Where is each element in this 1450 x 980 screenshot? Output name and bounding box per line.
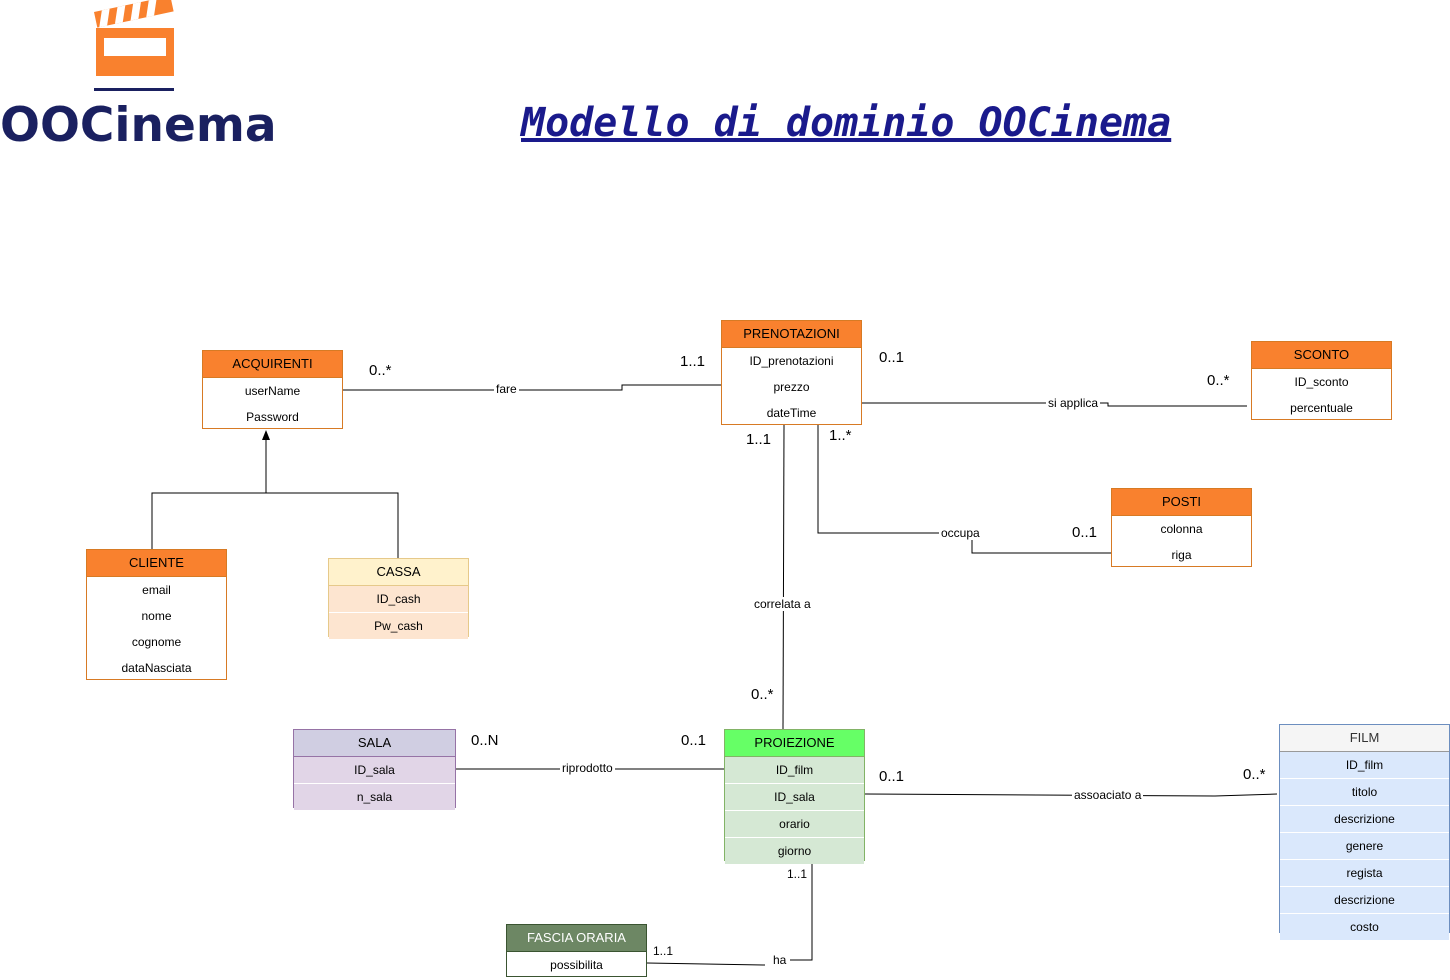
entity-header: SALA [294, 730, 455, 757]
relation-label-fare: fare [494, 382, 519, 396]
entity-attr: ID_sconto [1294, 375, 1349, 389]
entity-attr: ID_cash [329, 586, 468, 613]
multiplicity: 0..1 [879, 768, 905, 785]
entity-attr: dataNasciata [121, 661, 192, 675]
entity-attr: costo [1280, 914, 1449, 940]
entity-attr: genere [1280, 833, 1449, 860]
entity-attr: riga [1171, 548, 1192, 562]
entity-attr: giorno [725, 838, 864, 864]
relation-label-associato: assoaciato a [1072, 788, 1144, 802]
entity-header: SCONTO [1252, 342, 1391, 369]
entity-header: ACQUIRENTI [203, 351, 342, 378]
entity-attr: userName [244, 384, 301, 398]
multiplicity: 0..1 [681, 732, 707, 749]
entity-attr: cognome [131, 635, 182, 649]
entity-film[interactable]: FILM ID_film titolo descrizione genere r… [1279, 724, 1450, 940]
multiplicity: 0..1 [879, 349, 905, 366]
relation-label-riprodotto: riprodotto [560, 761, 615, 775]
entity-attr: regista [1280, 860, 1449, 887]
multiplicity: 1..1 [680, 353, 706, 370]
entity-attr: descrizione [1280, 887, 1449, 914]
relation-label-si-applica: si applica [1046, 396, 1101, 410]
entity-attr: titolo [1280, 779, 1449, 806]
entity-attr: colonna [1160, 522, 1203, 536]
multiplicity: 0..* [1243, 766, 1266, 783]
entity-acquirenti[interactable]: ACQUIRENTI userName Password [202, 350, 343, 429]
entity-attr: Pw_cash [329, 613, 468, 639]
multiplicity: 1..1 [787, 867, 808, 881]
entity-header: POSTI [1112, 489, 1251, 516]
entity-header: PROIEZIONE [725, 730, 864, 757]
entity-prenotazioni[interactable]: PRENOTAZIONI ID_prenotazioni prezzo date… [721, 320, 862, 425]
entity-attr: nome [141, 609, 172, 623]
entity-header: PRENOTAZIONI [722, 321, 861, 348]
entity-attr: ID_film [1280, 752, 1449, 779]
relation-label-correlata: correlata a [752, 597, 813, 611]
entity-proiezione[interactable]: PROIEZIONE ID_film ID_sala orario giorno [724, 729, 865, 864]
entity-header: FASCIA ORARIA [507, 925, 646, 952]
entity-attr: percentuale [1290, 401, 1353, 415]
multiplicity: 0..N [471, 732, 499, 749]
entity-attr: ID_film [725, 757, 864, 784]
entity-posti[interactable]: POSTI colonna riga [1111, 488, 1252, 567]
page-title: Modello di dominio OOCinema [521, 100, 1172, 146]
entity-attr: ID_sala [725, 784, 864, 811]
entity-cliente[interactable]: CLIENTE email nome cognome dataNasciata [86, 549, 227, 680]
entity-attr: ID_prenotazioni [749, 354, 834, 368]
entity-attr: possibilita [550, 958, 603, 972]
relation-label-ha: ha [771, 953, 789, 967]
entity-cassa[interactable]: CASSA ID_cash Pw_cash [328, 558, 469, 639]
entity-header: CASSA [329, 559, 468, 586]
logo-text: OOCinema [0, 98, 277, 153]
entity-sala[interactable]: SALA ID_sala n_sala [293, 729, 456, 810]
clapperboard-icon [94, 0, 174, 91]
entity-fascia-oraria[interactable]: FASCIA ORARIA possibilita [506, 924, 647, 977]
entity-attr: email [142, 583, 171, 597]
multiplicity: 1..1 [746, 431, 772, 448]
multiplicity: 0..* [751, 686, 774, 703]
multiplicity: 0..1 [1072, 524, 1098, 541]
entity-attr: dateTime [766, 406, 817, 420]
entity-sconto[interactable]: SCONTO ID_sconto percentuale [1251, 341, 1392, 420]
entity-attr: ID_sala [294, 757, 455, 784]
entity-header: FILM [1280, 725, 1449, 752]
entity-attr: prezzo [773, 380, 810, 394]
relation-label-occupa: occupa [939, 526, 982, 540]
multiplicity: 1..* [829, 427, 852, 444]
entity-attr: descrizione [1280, 806, 1449, 833]
entity-attr: n_sala [294, 784, 455, 810]
entity-header: CLIENTE [87, 550, 226, 577]
entity-attr: Password [246, 410, 299, 424]
entity-attr: orario [725, 811, 864, 838]
multiplicity: 1..1 [653, 944, 674, 958]
multiplicity: 0..* [1207, 372, 1230, 389]
multiplicity: 0..* [369, 362, 392, 379]
